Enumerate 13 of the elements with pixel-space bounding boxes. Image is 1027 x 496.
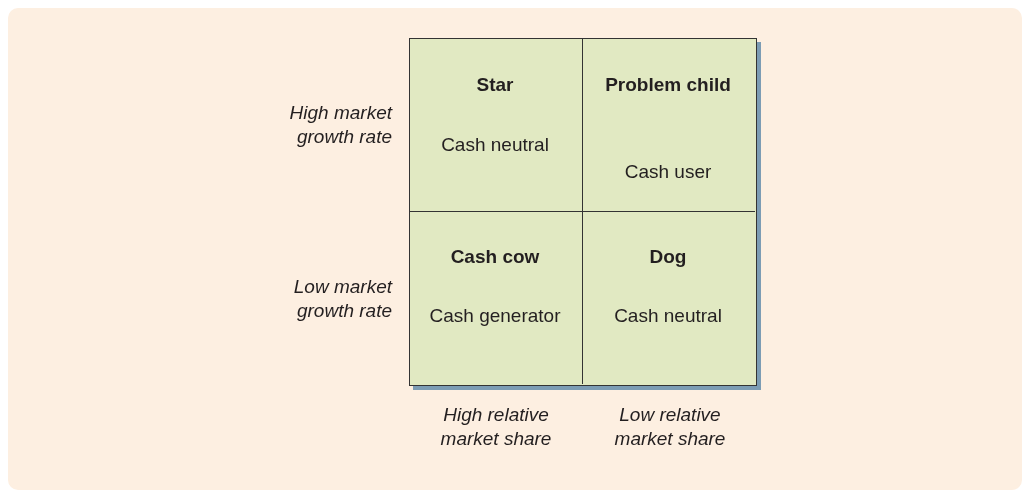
column-label: Low relative market share [613,403,727,451]
quadrant-title: Star [475,72,515,97]
cash-status: Cash neutral [440,132,550,157]
row-label: Low market growth rate [292,275,392,323]
column-label: High relative market share [439,403,553,451]
quadrant-title: Problem child [604,72,732,97]
cash-status: Cash user [623,159,713,184]
cash-status: Cash neutral [613,304,723,328]
quadrant-cell [408,37,583,212]
row-label: High market growth rate [288,101,392,149]
cash-status: Cash generator [428,304,562,328]
quadrant-title: Cash cow [449,245,541,269]
quadrant-title: Dog [648,245,688,269]
